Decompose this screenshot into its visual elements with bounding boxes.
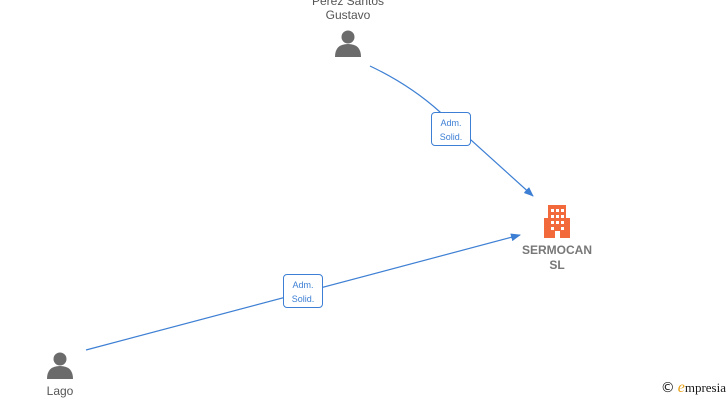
- person-icon: [47, 352, 73, 379]
- person-icon: [335, 30, 361, 57]
- company-node[interactable]: SERMOCAN SL: [512, 204, 602, 273]
- person-node-bottom[interactable]: Lago: [30, 350, 90, 398]
- edge-label-line1: Adm.: [292, 280, 314, 290]
- edge-line-top: [369, 65, 534, 197]
- edge-label-line2: Solid.: [291, 294, 315, 304]
- copyright-symbol: ©: [660, 380, 675, 396]
- edge-label-line2: Solid.: [439, 132, 463, 142]
- person-name-line2: Gustavo: [325, 8, 371, 22]
- brand-watermark: ©empresia: [661, 379, 726, 397]
- person-name: Lago: [46, 384, 74, 398]
- company-name-line2: SL: [549, 258, 565, 272]
- person-node-top[interactable]: Perez Santos Gustavo: [298, 0, 398, 58]
- brand-name: mpresia: [684, 380, 726, 395]
- company-name-line1: SERMOCAN: [521, 243, 592, 257]
- edge-label-bottom[interactable]: Adm. Solid.: [283, 274, 323, 308]
- person-name-line1: Perez Santos: [311, 0, 385, 8]
- building-icon: [544, 205, 570, 238]
- edge-label-top[interactable]: Adm. Solid.: [431, 112, 471, 146]
- brand-initial: e: [677, 379, 685, 396]
- edge-label-line1: Adm.: [440, 118, 462, 128]
